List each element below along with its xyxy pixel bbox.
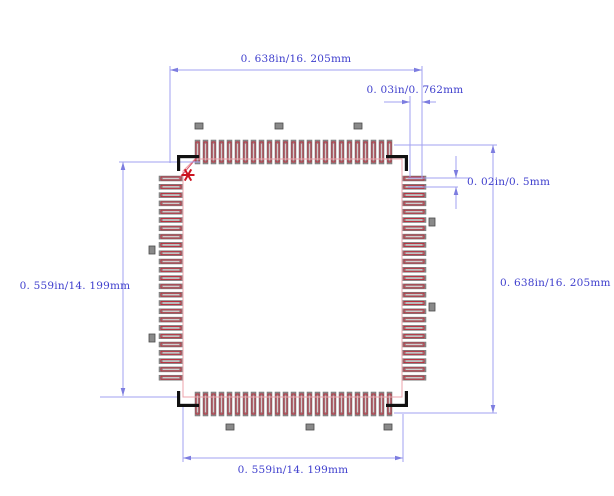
orientation-dots [148, 122, 436, 431]
pad-column-right [401, 175, 427, 381]
orientation-dot [383, 423, 393, 431]
dimension-label-left-height: 0. 559in/14. 199mm [19, 279, 131, 292]
orientation-dot [305, 423, 315, 431]
dimension-label-pitch: 0. 02in/0. 5mm [467, 175, 551, 188]
orientation-dot [148, 245, 156, 255]
pad-column-left [158, 175, 184, 381]
orientation-dot [148, 333, 156, 343]
orientation-dot [428, 302, 436, 312]
orientation-dot [225, 423, 235, 431]
dimension-lines [100, 66, 497, 462]
pad-row-top [194, 139, 393, 165]
orientation-dot [274, 122, 284, 130]
orientation-dot [194, 122, 204, 130]
dimension-label-right-height: 0. 638in/16. 205mm [500, 276, 611, 289]
dimension-label-top-width: 0. 638in/16. 205mm [240, 52, 352, 65]
dimension-label-bottom-width: 0. 559in/14. 199mm [237, 463, 349, 476]
silkscreen-corner-bracket-top-left [177, 155, 199, 171]
silkscreen-corner-bracket-top-right [386, 155, 408, 171]
orientation-dot [428, 217, 436, 227]
dimension-label-lead-length: 0. 03in/0. 762mm [366, 83, 464, 96]
silkscreen-corner-bracket-bottom-right [386, 391, 408, 407]
component-body-outline [178, 157, 403, 398]
pad-row-bottom [194, 391, 393, 417]
silkscreen-corner-bracket-bottom-left [177, 391, 199, 407]
pin1-marker-icon [181, 168, 195, 182]
orientation-dot [353, 122, 363, 130]
